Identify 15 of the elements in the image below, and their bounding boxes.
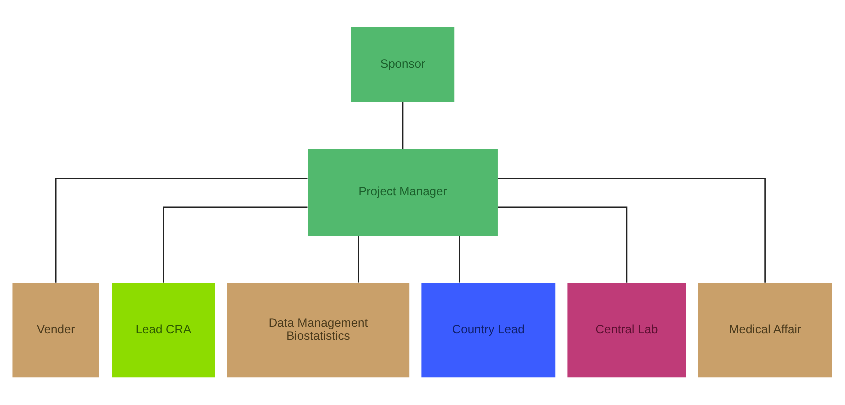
node-box: Medical Affair [698, 283, 832, 378]
node-box: Central Lab [568, 283, 686, 378]
node-box: Sponsor [351, 27, 455, 102]
connector [163, 206, 308, 283]
connector [55, 178, 308, 283]
node-box: Lead CRA [112, 283, 216, 378]
connector [459, 236, 460, 283]
node-box: Project Manager [308, 149, 498, 236]
node-box: Country Lead [422, 283, 556, 378]
node-box: Data Management Biostatistics [227, 283, 410, 378]
connector [498, 178, 766, 283]
node-box: Vender [12, 283, 100, 378]
connector [358, 236, 360, 283]
connector [498, 206, 628, 283]
connector [402, 102, 404, 150]
